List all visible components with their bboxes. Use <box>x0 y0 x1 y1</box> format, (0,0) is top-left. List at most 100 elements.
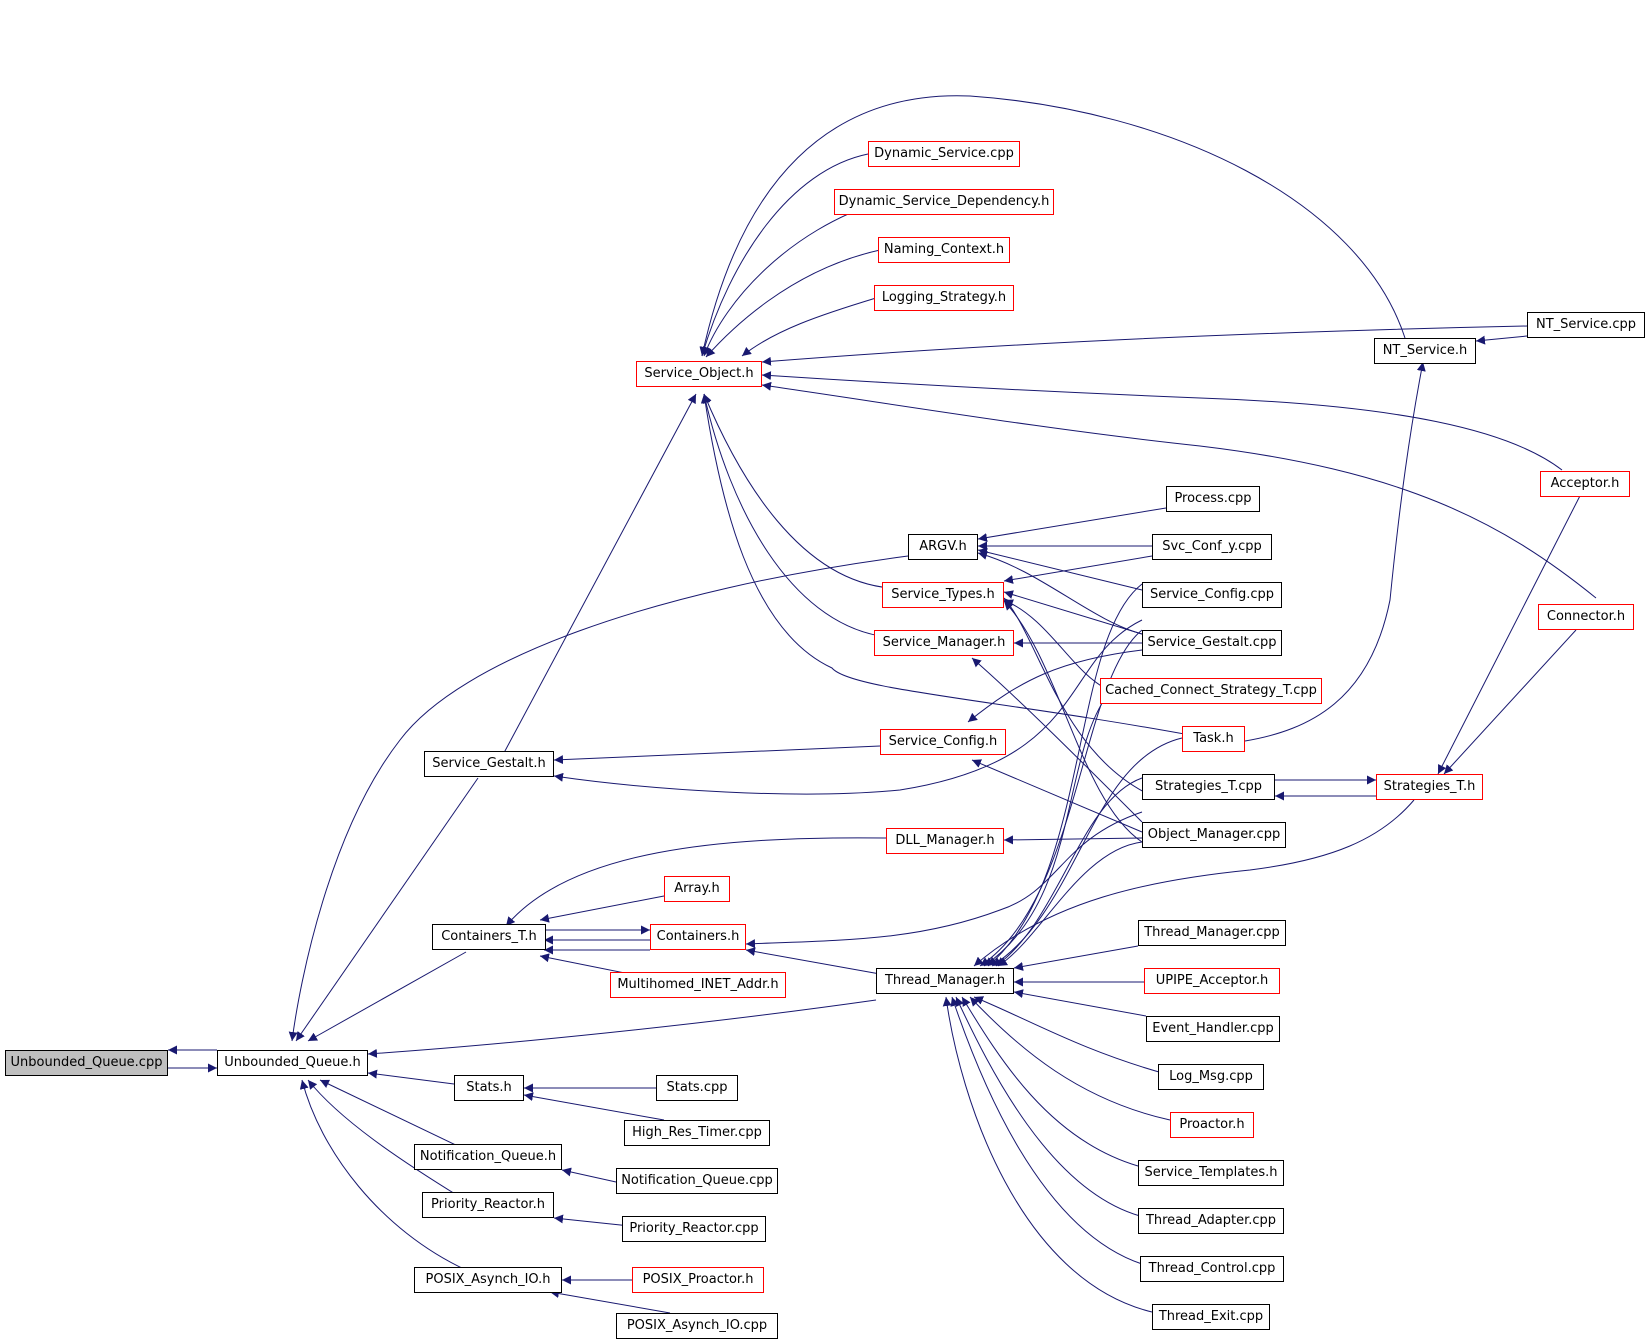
node-service-object-h[interactable]: Service_Object.h <box>636 361 762 387</box>
node-svc-conf-y-cpp[interactable]: Svc_Conf_y.cpp <box>1152 534 1272 560</box>
edge <box>987 583 1143 967</box>
edge <box>761 381 1597 599</box>
node-posix-asynch-io-h[interactable]: POSIX_Asynch_IO.h <box>414 1267 562 1293</box>
edge <box>701 393 881 637</box>
node-event-handler-cpp[interactable]: Event_Handler.cpp <box>1146 1016 1280 1042</box>
node-service-templates-h[interactable]: Service_Templates.h <box>1138 1160 1284 1186</box>
edge <box>700 393 1196 737</box>
edge <box>997 841 1143 967</box>
node-cached-connect-strategy-t-cpp[interactable]: Cached_Connect_Strategy_T.cpp <box>1100 678 1322 704</box>
node-naming-context-h[interactable]: Naming_Context.h <box>878 237 1010 263</box>
edge <box>971 657 1143 823</box>
edge <box>977 507 1167 542</box>
edge <box>702 201 881 357</box>
node-upipe-acceptor-h[interactable]: UPIPE_Acceptor.h <box>1144 968 1280 994</box>
node-strategies-t-h[interactable]: Strategies_T.h <box>1376 774 1483 800</box>
edge <box>307 1079 461 1198</box>
node-nt-service-h[interactable]: NT_Service.h <box>1374 338 1476 364</box>
node-dll-manager-h[interactable]: DLL_Manager.h <box>886 828 1004 854</box>
node-object-manager-cpp[interactable]: Object_Manager.cpp <box>1142 822 1286 848</box>
node-array-h[interactable]: Array.h <box>664 876 730 902</box>
node-dynamic-service-cpp[interactable]: Dynamic_Service.cpp <box>868 141 1020 167</box>
node-thread-exit-cpp[interactable]: Thread_Exit.cpp <box>1152 1304 1270 1330</box>
edge <box>983 693 1109 967</box>
edge <box>319 1079 463 1149</box>
edge <box>761 325 1528 366</box>
edge <box>973 996 1167 1075</box>
edge <box>1013 989 1147 1017</box>
edge <box>299 1079 467 1271</box>
node-thread-manager-cpp[interactable]: Thread_Manager.cpp <box>1138 920 1286 946</box>
edge <box>955 996 1141 1217</box>
edge <box>745 947 881 975</box>
node-priority-reactor-cpp[interactable]: Priority_Reactor.cpp <box>622 1216 766 1242</box>
node-thread-adapter-cpp[interactable]: Thread_Adapter.cpp <box>1138 1208 1284 1234</box>
node-stats-cpp[interactable]: Stats.cpp <box>656 1075 738 1101</box>
node-posix-proactor-h[interactable]: POSIX_Proactor.h <box>632 1267 764 1293</box>
edge <box>1244 361 1426 742</box>
node-priority-reactor-h[interactable]: Priority_Reactor.h <box>422 1192 554 1218</box>
edge <box>553 619 1143 795</box>
edge <box>969 996 1171 1121</box>
edge <box>979 629 1143 967</box>
edge <box>1443 629 1577 775</box>
edge <box>741 297 877 357</box>
edge <box>1003 600 1143 843</box>
node-multihomed-inet-addr-h[interactable]: Multihomed_INET_Addr.h <box>610 972 786 998</box>
node-proactor-h[interactable]: Proactor.h <box>1170 1112 1254 1138</box>
node-unbounded-queue-h[interactable]: Unbounded_Queue.h <box>217 1050 368 1076</box>
edge <box>703 393 891 589</box>
edge <box>1013 945 1139 971</box>
edge <box>553 745 881 765</box>
edge <box>705 249 881 358</box>
edge <box>288 555 909 1042</box>
node-process-cpp[interactable]: Process.cpp <box>1166 486 1260 512</box>
node-containers-t-h[interactable]: Containers_T.h <box>432 924 546 950</box>
node-service-gestalt-cpp[interactable]: Service_Gestalt.cpp <box>1142 630 1282 656</box>
edge <box>561 1167 617 1183</box>
edge <box>971 759 1143 833</box>
node-service-manager-h[interactable]: Service_Manager.h <box>874 630 1014 656</box>
edge <box>967 649 1143 723</box>
node-containers-h[interactable]: Containers.h <box>650 924 746 950</box>
node-strategies-t-cpp[interactable]: Strategies_T.cpp <box>1142 774 1275 800</box>
edge <box>995 777 1143 967</box>
node-service-types-h[interactable]: Service_Types.h <box>882 582 1004 608</box>
node-notification-queue-cpp[interactable]: Notification_Queue.cpp <box>616 1168 778 1194</box>
edge <box>1003 555 1153 584</box>
edge <box>700 153 869 357</box>
node-nt-service-cpp[interactable]: NT_Service.cpp <box>1527 312 1645 338</box>
node-task-h[interactable]: Task.h <box>1182 726 1245 752</box>
node-acceptor-h[interactable]: Acceptor.h <box>1540 471 1630 497</box>
edge <box>942 996 1153 1313</box>
edge <box>505 837 887 927</box>
edge <box>367 999 877 1058</box>
edge <box>549 1289 671 1314</box>
node-argv-h[interactable]: ARGV.h <box>908 534 978 560</box>
node-service-gestalt-h[interactable]: Service_Gestalt.h <box>424 751 554 777</box>
edge <box>761 371 1563 471</box>
edge <box>307 951 467 1042</box>
node-dynamic-service-dependency-h[interactable]: Dynamic_Service_Dependency.h <box>834 189 1054 215</box>
edge <box>1003 599 1109 691</box>
node-high-res-timer-cpp[interactable]: High_Res_Timer.cpp <box>624 1120 770 1146</box>
node-service-config-h[interactable]: Service_Config.h <box>880 729 1006 755</box>
edge <box>1003 590 1143 635</box>
node-thread-control-cpp[interactable]: Thread_Control.cpp <box>1140 1256 1284 1282</box>
edge <box>950 996 1143 1265</box>
node-unbounded-queue-cpp[interactable]: Unbounded_Queue.cpp <box>5 1050 168 1076</box>
node-logging-strategy-h[interactable]: Logging_Strategy.h <box>874 285 1014 311</box>
edge <box>973 799 1415 967</box>
node-posix-asynch-io-cpp[interactable]: POSIX_Asynch_IO.cpp <box>616 1313 778 1339</box>
node-service-config-cpp[interactable]: Service_Config.cpp <box>1142 582 1282 608</box>
node-notification-queue-h[interactable]: Notification_Queue.h <box>414 1144 562 1170</box>
edge <box>523 1092 665 1121</box>
node-stats-h[interactable]: Stats.h <box>454 1075 524 1101</box>
node-thread-manager-h[interactable]: Thread_Manager.h <box>876 968 1014 994</box>
node-log-msg-cpp[interactable]: Log_Msg.cpp <box>1158 1064 1264 1090</box>
edge <box>367 1069 455 1085</box>
edge <box>539 895 665 923</box>
node-connector-h[interactable]: Connector.h <box>1538 604 1634 630</box>
edge <box>1437 485 1586 775</box>
